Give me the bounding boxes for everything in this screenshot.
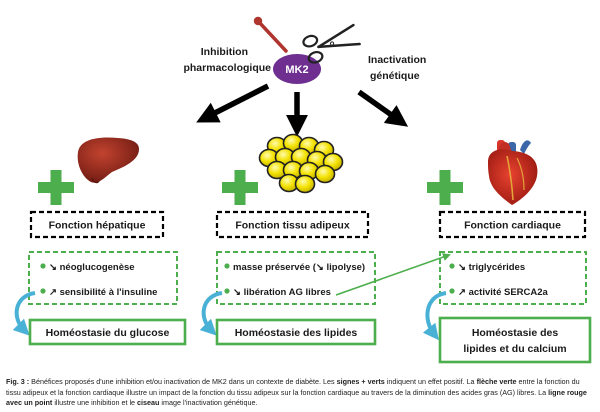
arrow-to-heart	[357, 89, 409, 127]
diagram-canvas: MK2 Inhibition pharmacologique Inactivat…	[12, 16, 592, 364]
fat-cell	[314, 164, 336, 184]
outcome-box-hepatic: Homéostasie du glucose	[28, 318, 187, 346]
loop-arrow-cardiac	[422, 291, 447, 341]
title-box-cardiac: Fonction cardiaque	[438, 210, 587, 239]
title-adipose: Fonction tissu adipeux	[235, 220, 350, 232]
diagram-panel: MK2 Inhibition pharmacologique Inactivat…	[12, 16, 592, 364]
positive-plus-icon	[427, 170, 463, 205]
inactivation-label: Inactivation génétique	[368, 54, 426, 82]
caption-text: illustre une inhibition et le	[52, 398, 138, 407]
heart-icon	[488, 140, 538, 205]
fat-cell	[294, 174, 316, 194]
outcome-hepatic: Homéostasie du glucose	[46, 327, 170, 339]
mk2-node: MK2	[273, 54, 321, 84]
outcome-cardiac-line2: lipides et du calcium	[463, 343, 566, 355]
title-hepatic: Fonction hépatique	[49, 220, 146, 232]
effects-box-cardiac: ↘ triglycérides ↗ activité SERCA2a	[439, 251, 587, 305]
inhibition-label-line1: Inhibition	[201, 46, 248, 58]
caption-text: image l'inactivation génétique.	[159, 398, 258, 407]
effects-box-hepatic: ↘ néoglucogenèse ↗ sensibilité à l'insul…	[28, 251, 178, 305]
loop-arrow-hepatic	[12, 291, 36, 336]
effects-box-adipose: masse préservée (↘ lipolyse) ↘ libératio…	[216, 251, 376, 305]
title-box-adipose: Fonction tissu adipeux	[215, 210, 370, 239]
positive-plus-icon	[38, 170, 74, 205]
outcome-box-adipose: Homéostasie des lipides	[215, 318, 377, 346]
arrow-to-liver	[196, 83, 270, 123]
effect-cardiac-2: ↗ activité SERCA2a	[458, 287, 549, 298]
mk2-label: MK2	[285, 64, 308, 76]
liver-icon	[77, 137, 139, 184]
outcome-adipose: Homéostasie des lipides	[235, 327, 358, 339]
caption-emph: ciseau	[137, 398, 160, 407]
positive-plus-icon	[222, 170, 258, 205]
effect-hepatic-2: ↗ sensibilité à l'insuline	[49, 287, 157, 298]
inactivation-label-line2: génétique	[370, 70, 420, 82]
adipose-to-cardiac-arrow	[335, 253, 451, 296]
caption-emph: ligne rouge avec un point	[6, 387, 587, 408]
title-box-hepatic: Fonction hépatique	[29, 210, 165, 239]
inhibition-label: Inhibition pharmacologique	[183, 46, 271, 74]
figure-caption: Fig. 3 : Bénéfices proposés d'une inhibi…	[6, 377, 596, 409]
effect-adipose-2: ↘ libération AG libres	[233, 287, 331, 298]
inactivation-label-line1: Inactivation	[368, 54, 426, 66]
caption-label: Fig. 3 :	[6, 377, 30, 386]
caption-emph: flèche verte	[476, 377, 517, 386]
effect-adipose-1: masse préservée (↘ lipolyse)	[233, 262, 365, 273]
effect-hepatic-1: ↘ néoglucogenèse	[49, 262, 135, 273]
caption-emph: signes + verts	[336, 377, 385, 386]
caption-text: indiquent un effet positif. La	[384, 377, 477, 386]
title-cardiac: Fonction cardiaque	[464, 220, 561, 232]
outcome-box-cardiac: Homéostasie des lipides et du calcium	[438, 316, 592, 364]
scissors-icon	[302, 23, 361, 64]
outcome-cardiac-line1: Homéostasie des	[472, 327, 559, 339]
caption-text: Bénéfices proposés d'une inhibition et/o…	[29, 377, 337, 386]
inhibition-label-line2: pharmacologique	[183, 62, 271, 74]
fat-cells-icon	[258, 133, 344, 194]
effect-cardiac-1: ↘ triglycérides	[458, 262, 525, 273]
loop-arrow-adipose	[199, 291, 223, 336]
inhibitor-line-icon	[253, 16, 288, 53]
caption-text: entre la fonction du tissu adipeux et la…	[6, 377, 580, 397]
